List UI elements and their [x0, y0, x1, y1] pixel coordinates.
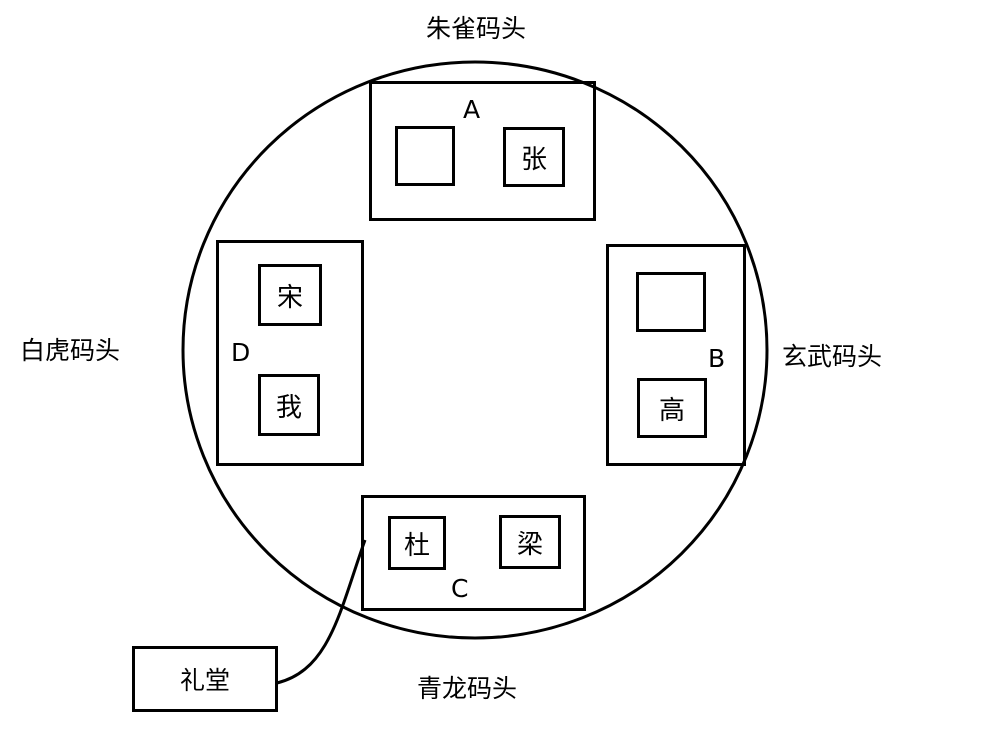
zone-c-seat-2: 梁	[499, 515, 561, 569]
zone-b	[606, 244, 746, 466]
dock-label-west: 白虎码头	[20, 336, 121, 365]
zone-a-seat-1	[395, 126, 455, 186]
zone-d-seat-1: 宋	[258, 264, 322, 326]
hall-box: 礼堂	[132, 646, 278, 712]
hall-connector-line	[276, 539, 367, 685]
zone-b-seat-2: 高	[637, 378, 707, 438]
zone-d-label: D	[231, 338, 251, 367]
zone-c	[361, 495, 586, 611]
zone-b-label: B	[708, 344, 726, 373]
dock-label-south: 青龙码头	[417, 674, 518, 703]
zone-b-seat-1	[636, 272, 706, 332]
zone-a-seat-2: 张	[503, 127, 565, 187]
zone-c-label: C	[451, 574, 469, 603]
island-circle	[181, 60, 769, 640]
zone-d-seat-2: 我	[258, 374, 320, 436]
dock-label-north: 朱雀码头	[426, 14, 527, 43]
zone-a	[369, 81, 596, 221]
zone-d	[216, 240, 364, 466]
zone-c-seat-1: 杜	[388, 516, 446, 570]
dock-label-east: 玄武码头	[782, 342, 883, 371]
zone-a-label: A	[463, 95, 481, 124]
